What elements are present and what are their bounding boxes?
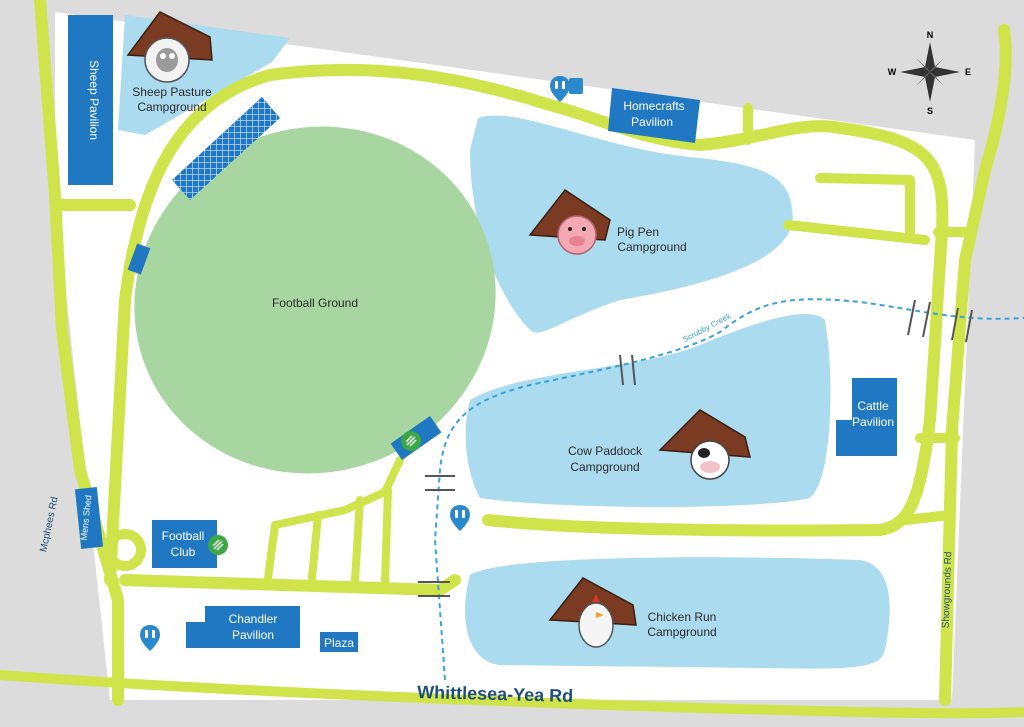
bridges [418,299,973,597]
toilet-icon[interactable] [550,76,570,102]
whittlesea-yea-rd-label: Whittlesea-Yea Rd [417,682,574,706]
chicken-tent-icon[interactable] [548,577,637,648]
plaza-label: Plaza [324,636,354,650]
sheep-pasture-label-line1: Sheep Pasture [132,85,212,99]
sheep-pasture-label-line2: Campground [137,100,206,114]
pig-tent-icon[interactable] [528,188,611,255]
chicken-run-label-line1: Chicken Run [648,610,717,624]
homecrafts-label-line2: Pavilion [631,115,673,129]
toilet-icon[interactable] [450,505,470,531]
compass-rose-icon: N S E W [888,30,971,116]
football-club-label-line1: Football [162,529,205,543]
football-club-building[interactable]: Football Club [152,520,217,568]
cow-paddock-label-line1: Cow Paddock [568,444,643,458]
football-ground-label: Football Ground [272,296,358,310]
sheep-tent-icon[interactable] [126,11,213,83]
chandler-label-line1: Chandler [229,612,278,626]
compass-e: E [965,67,971,77]
scrubby-creek-line [433,298,1024,681]
sheep-pavilion-building[interactable]: Sheep Pavilion [68,15,113,185]
chicken-run-campground-area [465,557,890,669]
pig-pen-campground-area [470,115,793,333]
cow-paddock-campground-area [465,314,831,507]
shower-icon[interactable] [401,431,421,451]
cow-paddock-label-line2: Campground [570,460,639,474]
cattle-label-line2: Pavilion [852,415,894,429]
parking-solar-blocks [127,97,280,275]
homecrafts-pavilion-building[interactable]: Homecrafts Pavilion [608,88,700,143]
homecrafts-label-line1: Homecrafts [623,99,684,113]
cow-tent-icon[interactable] [658,409,751,480]
toilet-icon[interactable] [140,625,160,651]
mens-shed-label: Mens Shed [79,495,94,541]
sheep-pavilion-label: Sheep Pavilion [87,60,101,140]
pig-pen-label-line2: Campground [617,240,686,254]
plaza-building[interactable]: Plaza [320,632,358,652]
showgrounds-rd-label: Showgrounds Rd [941,551,955,628]
compass-w: W [888,67,897,77]
cattle-pavilion-building[interactable]: Cattle Pavilion [836,378,897,456]
compass-s: S [927,106,933,116]
chandler-label-line2: Pavilion [232,628,274,642]
pig-pen-label-line1: Pig Pen [617,225,659,239]
shower-icon[interactable] [208,535,228,555]
compass-n: N [927,30,934,40]
cattle-label-line1: Cattle [857,399,889,413]
football-ground-oval [134,126,496,474]
chandler-pavilion-building[interactable]: Chandler Pavilion [186,606,300,648]
toilet-icon[interactable] [569,78,583,94]
mens-shed-building[interactable]: Mens Shed [74,487,104,549]
chicken-run-label-line2: Campground [647,625,716,639]
football-club-label-line2: Club [171,545,196,559]
